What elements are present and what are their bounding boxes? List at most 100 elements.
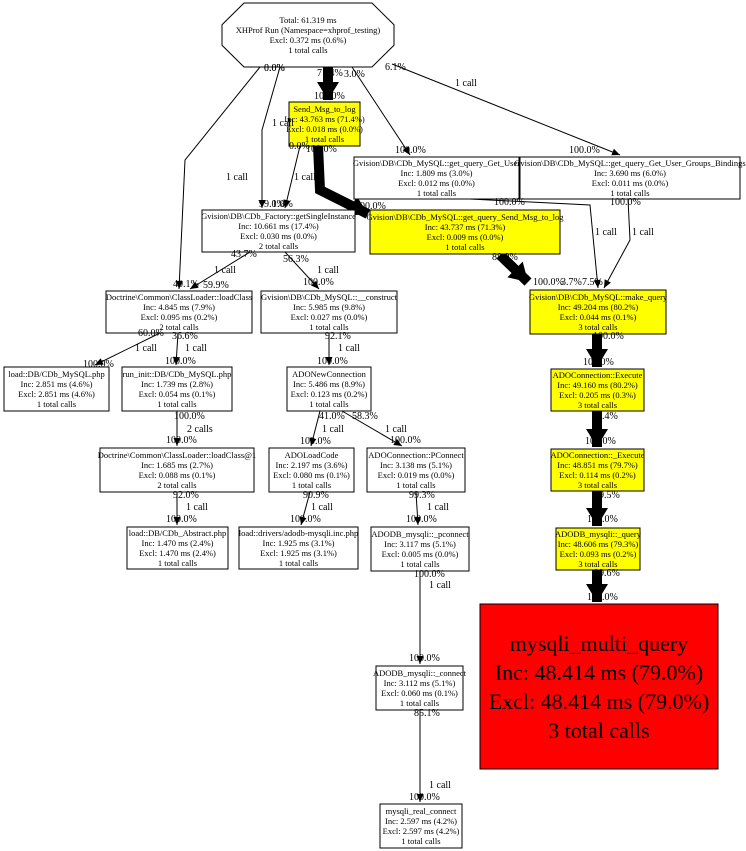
edge-get_query_get_user_groups_bindings-to-make_query [603, 198, 631, 289]
edge-head-percent: 99.0% [259, 199, 285, 210]
node-title: Gvision\DB\CDb_MySQL::make_query [529, 292, 668, 302]
edge-calls-label: 2 calls [187, 424, 213, 435]
edge-calls-label: 1 call [322, 424, 344, 435]
edge-tail-percent: 100.0% [610, 197, 641, 208]
node-title: mysqli_multi_query [510, 631, 688, 656]
node-title: load::DB/CDb_MySQL.php [8, 369, 105, 379]
node-metric: 2 total calls [159, 322, 198, 332]
edge-tail-percent: 43.7% [231, 249, 257, 260]
edge-arrowhead [95, 358, 104, 365]
node-title: Gvision\DB\CDb_MySQL::get_query_Get_User… [514, 158, 745, 168]
edge-calls-label: 1 call [429, 580, 451, 591]
node-get_single_instance[interactable]: Gvision\DB\CDb_Factory::getSingleInstanc… [201, 209, 356, 253]
node-metric: Excl: 2.597 ms (4.2%) [383, 826, 460, 836]
edge-head-percent: 100.0% [300, 436, 331, 447]
node-title: load::DB/CDb_Abstract.php [129, 528, 227, 538]
edge-calls-label: 1 call [135, 343, 157, 354]
edge-arrowhead [311, 280, 319, 289]
node-box [99, 447, 255, 493]
node-metric: 3 total calls [578, 400, 617, 410]
edge-arrowhead [325, 357, 333, 365]
node-box [366, 447, 466, 493]
edge-tail-percent: 60.0% [138, 328, 164, 339]
node-metric: Excl: 0.095 ms (0.2%) [141, 312, 218, 322]
node-box [370, 526, 470, 572]
edge-tail-percent: 100.0% [494, 197, 525, 208]
node-metric: Inc: 1.470 ms (2.4%) [141, 538, 213, 548]
edge-arrowhead [586, 508, 608, 526]
edge-tail-percent: 100.0% [414, 569, 445, 580]
edge-head-percent: 3.7% [561, 277, 582, 288]
node-metric: 3 total calls [578, 480, 617, 490]
edge-head-percent: 100.0% [569, 145, 600, 156]
edge-tail-percent: 71.4% [317, 68, 343, 79]
edge-calls-label: 1 call [226, 172, 248, 183]
edge-tail-percent: 0.0% [264, 63, 285, 74]
edge-tail-percent: 0.0% [289, 141, 310, 152]
node-get_query_send_msg_to_log[interactable]: Gvision\DB\CDb_MySQL::get_query_Send_Msg… [367, 209, 565, 255]
node-metric: Inc: 1.685 ms (2.7%) [141, 460, 213, 470]
edge-head-percent: 100.0% [314, 91, 345, 102]
node-title: Send_Msg_to_log [293, 104, 356, 114]
edge-arrowhead [283, 199, 291, 208]
edge-get_single_instance-to-construct [284, 251, 320, 290]
edge-tail-percent: 92.1% [325, 331, 351, 342]
node-metric: 1 total calls [288, 45, 327, 55]
edge-tail-percent: 99.4% [592, 411, 618, 422]
edge-arrowhead [173, 356, 180, 365]
node-get_query_get_user_groups_bindings[interactable]: Gvision\DB\CDb_MySQL::get_query_Get_User… [514, 156, 746, 200]
edge-calls-label: 1 call [427, 502, 449, 513]
edge-arrowhead [309, 437, 317, 446]
edge-head-percent: 7.5% [582, 277, 603, 288]
edge-tail-percent: 99.3% [409, 490, 435, 501]
edge-tail-percent: 100.0% [174, 411, 205, 422]
edge-arrowhead [586, 349, 608, 367]
node-metric: Excl: 0.054 ms (0.1%) [139, 389, 216, 399]
node-metric: Excl: 0.019 ms (0.0%) [378, 470, 455, 480]
node-load_class_1[interactable]: Doctrine\Common\ClassLoader::loadClass@1… [98, 447, 256, 493]
node-metric: 1 total calls [417, 188, 456, 198]
node-title: ADONewConnection [292, 369, 366, 379]
node-metric: Excl: 0.009 ms (0.0%) [427, 232, 504, 242]
edge-head-percent: 100.0% [585, 436, 616, 447]
node-metric: Inc: 48.606 ms (79.3%) [558, 539, 639, 549]
node-title: run_init::DB/CDb_MySQL.php [123, 369, 232, 379]
node-metric: Inc: 2.197 ms (3.6%) [275, 460, 347, 470]
node-load_class[interactable]: Doctrine\Common\ClassLoader::loadClassIn… [105, 290, 253, 334]
node-get_query_get_user[interactable]: Gvision\DB\CDb_MySQL::get_query_Get_User… [353, 156, 520, 200]
node-title: ADODB_mysqli::_pconnect [371, 529, 469, 539]
node-box [221, 2, 395, 68]
node-title: ADODB_mysqli::_query [555, 529, 642, 539]
edge-tail-percent: 56.3% [283, 254, 309, 265]
node-metric: Inc: 2.851 ms (4.6%) [20, 379, 92, 389]
node-metric: Excl: 1.925 ms (3.1%) [260, 548, 337, 558]
edge-tail-percent: 0.0% [264, 63, 285, 74]
node-box [3, 366, 110, 412]
node-box [375, 665, 464, 711]
edge-head-percent: 88.9% [492, 252, 518, 263]
node-box [105, 290, 253, 334]
node-metric: Excl: 0.027 ms (0.0%) [291, 312, 368, 322]
edge-ado_new_connection-to-ado_pconnect [341, 410, 403, 447]
node-metric: Excl: 0.060 ms (0.1%) [381, 688, 458, 698]
